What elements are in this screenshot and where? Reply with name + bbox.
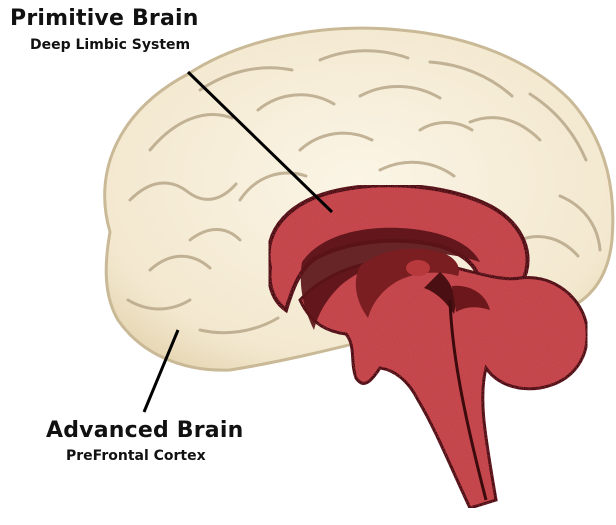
advanced-brain-title: Advanced Brain <box>46 418 243 443</box>
primitive-brain-subtitle: Deep Limbic System <box>30 37 190 53</box>
advanced-brain-subtitle: PreFrontal Cortex <box>66 448 206 464</box>
primitive-brain-title: Primitive Brain <box>10 6 199 31</box>
